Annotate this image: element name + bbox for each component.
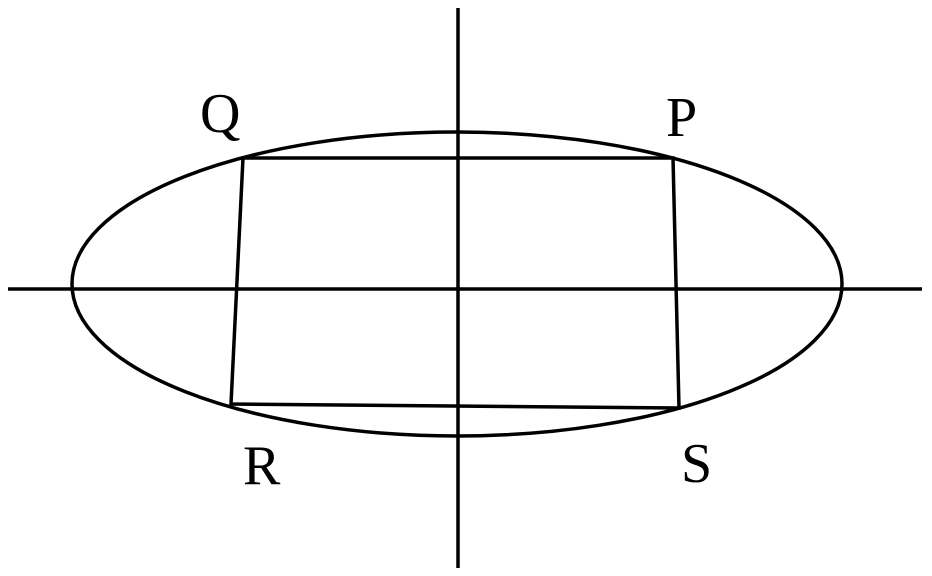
quadrilateral-qpsr	[229, 156, 681, 410]
vertex-label-q: Q	[200, 83, 240, 145]
vertex-label-r: R	[243, 435, 281, 497]
vertex-label-s: S	[681, 433, 712, 495]
vertex-label-p: P	[666, 87, 697, 149]
ellipse	[70, 130, 844, 438]
